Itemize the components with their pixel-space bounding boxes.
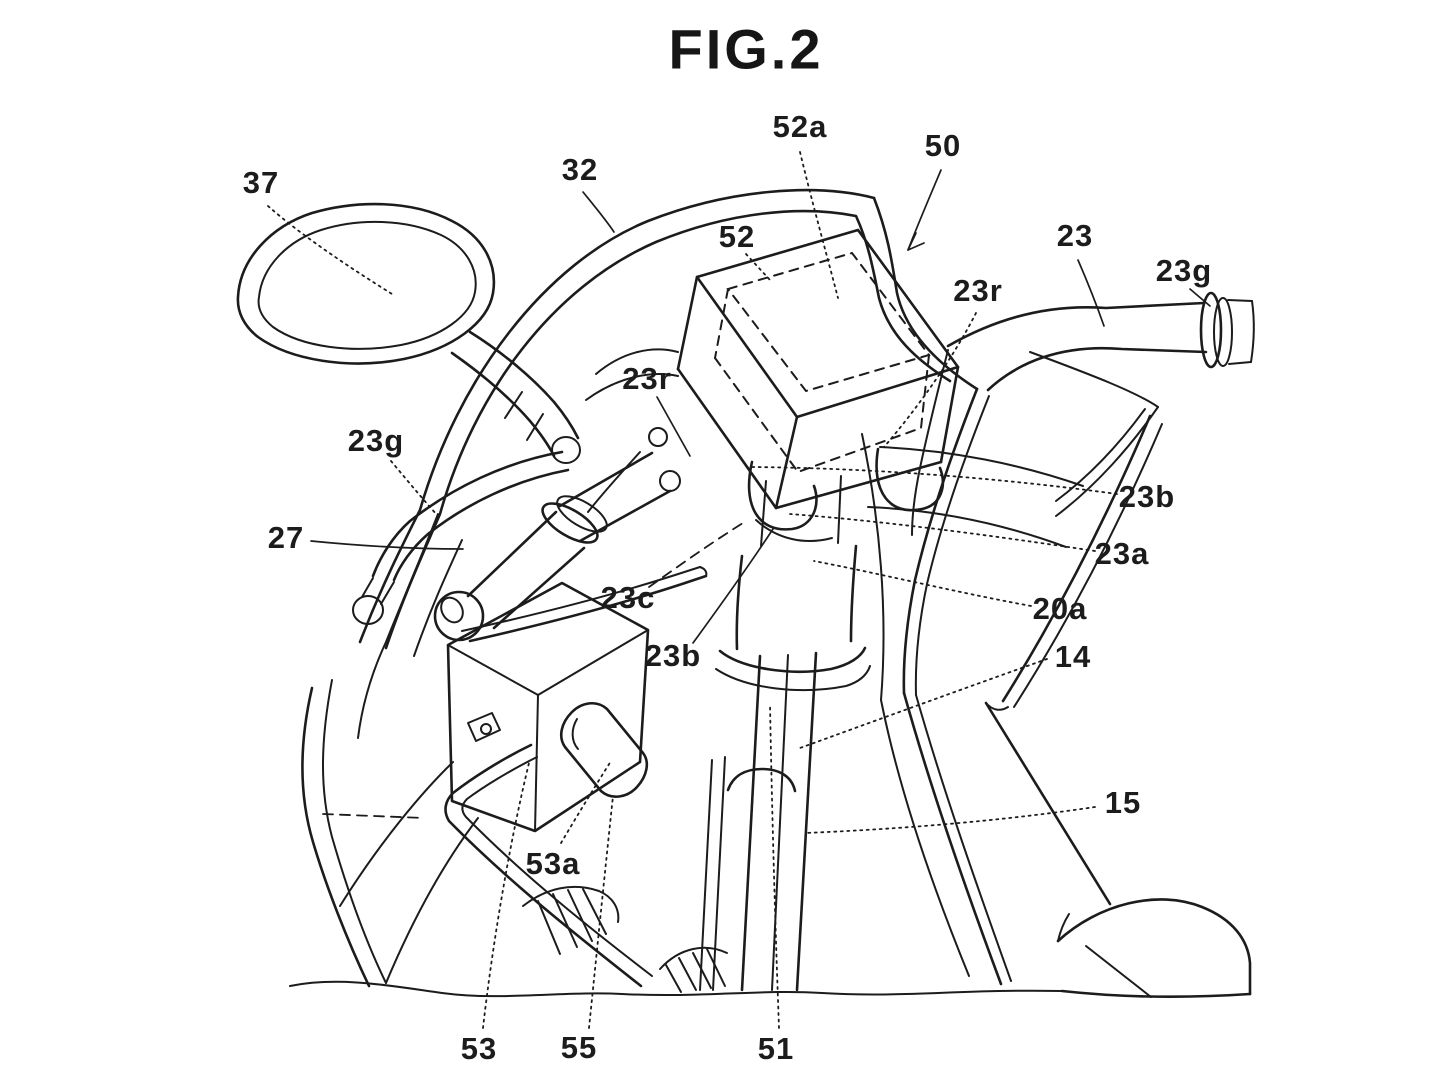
windscreen <box>358 188 979 657</box>
ref-label-14: 14 <box>1054 639 1092 674</box>
grip-end-ring <box>1199 291 1255 369</box>
ref-label-53: 53 <box>460 1031 498 1066</box>
ref-label-15: 15 <box>1104 785 1142 820</box>
leader-37 <box>267 205 393 295</box>
panel-hidden-line <box>322 813 425 819</box>
figure-title: FIG.2 <box>668 17 824 81</box>
leader-23r-left <box>656 396 691 457</box>
ref-label-23b-center: 23b <box>644 638 702 673</box>
leader-52 <box>745 253 771 281</box>
leader-27 <box>310 540 464 550</box>
ref-label-27: 27 <box>267 520 305 555</box>
leader-53a <box>560 760 612 844</box>
master-cylinder-box <box>446 581 650 833</box>
meter-box <box>676 228 960 510</box>
leader-23b-right <box>749 466 1118 495</box>
handlebar-right <box>946 301 1208 392</box>
ref-label-23r-right: 23r <box>953 273 1003 308</box>
ref-label-23a: 23a <box>1094 536 1150 571</box>
leader-15 <box>804 806 1096 834</box>
leader-23c <box>648 522 744 588</box>
leader-23r-right <box>883 312 977 448</box>
ref-label-32: 32 <box>561 152 599 187</box>
leader-23b-center <box>692 528 774 644</box>
leader-55 <box>588 795 614 1029</box>
ref-label-52: 52 <box>718 219 756 254</box>
seat <box>1056 898 1252 999</box>
ref-label-20a: 20a <box>1032 591 1088 626</box>
leader-53 <box>482 762 530 1029</box>
mirror <box>236 202 496 365</box>
ref-label-55: 55 <box>560 1030 598 1065</box>
reservoir <box>559 702 649 798</box>
leader-lines <box>267 151 1211 1029</box>
leader-23 <box>1077 259 1105 327</box>
ref-label-53a: 53a <box>525 846 581 881</box>
steering-stem <box>699 475 871 992</box>
leader-20a <box>813 560 1032 607</box>
arrowhead-50 <box>907 232 925 251</box>
leader-23a <box>789 513 1096 552</box>
leader-51 <box>769 703 780 1029</box>
front-body-right <box>861 351 1163 986</box>
leader-14 <box>799 658 1048 749</box>
ground-line <box>289 980 1063 998</box>
front-body-left <box>301 513 728 993</box>
leader-32 <box>582 191 615 233</box>
ref-label-50: 50 <box>924 128 962 163</box>
ref-label-23: 23 <box>1056 218 1094 253</box>
ref-label-51: 51 <box>757 1031 795 1066</box>
leader-23g-right <box>1189 288 1211 307</box>
ref-label-23g-right: 23g <box>1155 253 1213 288</box>
hand-guard <box>352 450 570 625</box>
mirror-stalk <box>450 330 581 464</box>
ref-label-23b-right: 23b <box>1118 479 1176 514</box>
ref-label-23c: 23c <box>600 580 656 615</box>
ref-label-37: 37 <box>242 165 280 200</box>
leader-23g-left <box>390 460 438 516</box>
ref-label-23g-left: 23g <box>347 423 405 458</box>
ref-label-23r-left: 23r <box>622 361 672 396</box>
brake-lever <box>461 427 708 643</box>
leader-52a <box>799 151 839 299</box>
ref-label-52a: 52a <box>772 109 828 144</box>
